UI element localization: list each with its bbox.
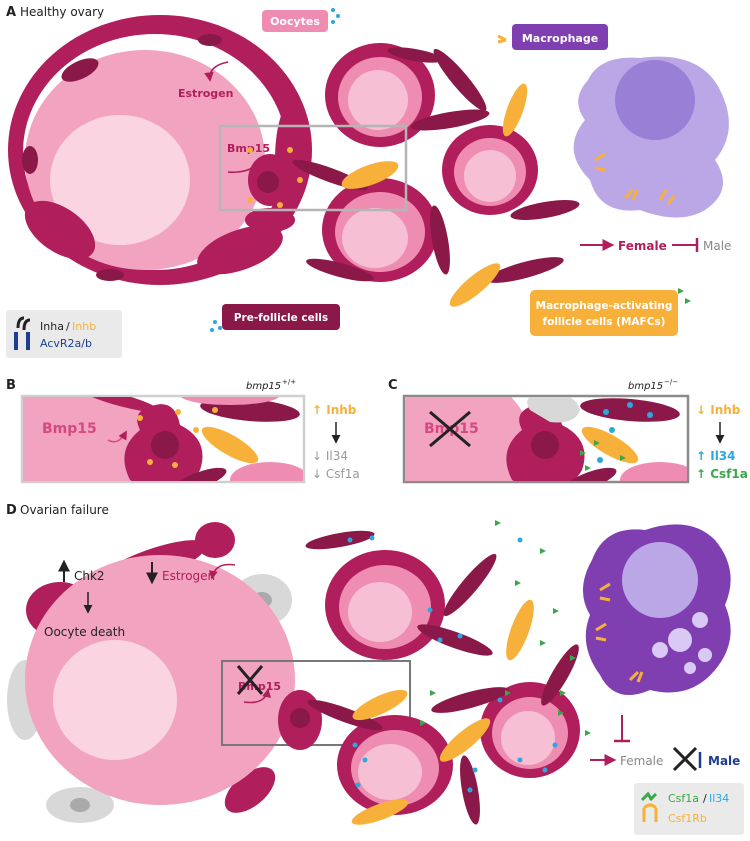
macrophage-label: Macrophage <box>522 32 598 45</box>
bmp15-label-b: Bmp15 <box>42 421 97 437</box>
inhb-up-b: ↑ Inhb <box>312 403 357 417</box>
il34-dots-d <box>347 535 558 793</box>
inhb-down-c: ↓ Inhb <box>696 403 741 417</box>
prefollicle-label-bg <box>222 304 340 330</box>
inhb-marks-b <box>137 407 218 468</box>
mafc-cells-d <box>351 599 534 825</box>
macrophage-nucleus-d <box>622 542 698 618</box>
panel-c-letter: C <box>388 378 398 393</box>
legend-acvr: AcvR2a/b <box>40 337 92 350</box>
mafc-cells-a <box>341 83 528 307</box>
legend-il34: Il34 <box>709 792 729 805</box>
macrophage-label-bg <box>512 24 608 50</box>
small-follicles-d <box>325 550 580 815</box>
granulosa-cells-a <box>24 105 305 275</box>
panel-a-title: Healthy ovary <box>20 5 104 19</box>
panel-b-genotype: bmp15 <box>246 381 281 392</box>
oocytes-label: Oocytes <box>270 15 320 28</box>
male-label-d: Male <box>708 754 740 768</box>
small-follicles-a <box>322 43 538 282</box>
mafc-label-line1: Macrophage-activating <box>536 300 673 312</box>
bmp15-cross-d <box>236 665 264 695</box>
panel-a: A Healthy ovary Estrogen Oocytes <box>6 5 731 358</box>
mafc-label-line2: follicle cells (MAFCs) <box>543 316 666 328</box>
il34-up-c: ↑ Il34 <box>696 449 736 463</box>
zoom-box-a <box>218 124 408 212</box>
oocyte-death-label: Oocyte death <box>44 625 125 639</box>
il34-dots-c <box>597 402 653 463</box>
phagosomes-d <box>652 612 712 674</box>
female-label-a: Female <box>618 239 667 253</box>
legend-csf1a: Csf1a <box>668 792 699 805</box>
mafc-label-bg <box>530 290 678 336</box>
csf1a-up-c: ↑ Csf1a <box>696 467 748 481</box>
il34-down-b: ↓ Il34 <box>312 449 348 463</box>
panel-b-letter: B <box>6 378 16 393</box>
panel-d-letter: D <box>6 503 17 518</box>
csf1a-down-b: ↓ Csf1a <box>312 467 360 481</box>
panel-b-genotype-sup: +/+ <box>282 378 296 386</box>
oocytes-label-bg <box>262 10 328 32</box>
macrophage-nucleus-a <box>615 60 695 140</box>
oocytes-dots <box>331 8 340 24</box>
estrogen-label-a: Estrogen <box>178 87 233 100</box>
female-label-d: Female <box>620 754 663 768</box>
zoom-box-d <box>221 660 411 746</box>
panel-c-genotype-sup: −/− <box>664 378 678 386</box>
legend-csf1rb: Csf1Rb <box>668 812 707 825</box>
receptors-a <box>497 34 676 205</box>
legend-d-bg <box>634 783 744 835</box>
panel-c: C bmp15 −/− Bmp15 ↓ Inhb ↑ Il34 ↑ Csf1a <box>388 378 748 484</box>
legend-a-bg <box>6 310 122 358</box>
bmp15-cross-c <box>429 410 471 448</box>
legend-sep-d: / <box>703 792 707 805</box>
panel-d-title: Ovarian failure <box>20 503 109 517</box>
inhb-marks-a <box>247 147 303 208</box>
receptors-d <box>595 582 644 683</box>
legend-inhb: Inhb <box>72 320 96 333</box>
legend-inha: Inha <box>40 320 64 333</box>
chk2-label: Chk2 <box>74 569 105 583</box>
csf1a-marks-c <box>580 440 626 471</box>
csf1a-marks-d <box>420 520 591 736</box>
estrogen-label-d: Estrogen <box>162 569 215 583</box>
prefollicle-label: Pre-follicle cells <box>234 312 328 324</box>
estrogen-arrow-a <box>204 61 229 82</box>
panel-d: D Ovarian failure Chk2 Estrogen Oocyte d… <box>6 503 744 835</box>
panel-b: B bmp15 +/+ Bmp15 ↑ Inhb ↓ Il34 ↓ Csf1a <box>6 378 360 484</box>
panel-a-letter: A <box>6 5 16 20</box>
male-label-a: Male <box>703 239 731 253</box>
legend-sep-a: / <box>66 320 70 333</box>
male-cross-d <box>672 746 698 772</box>
panel-c-genotype: bmp15 <box>628 381 663 392</box>
